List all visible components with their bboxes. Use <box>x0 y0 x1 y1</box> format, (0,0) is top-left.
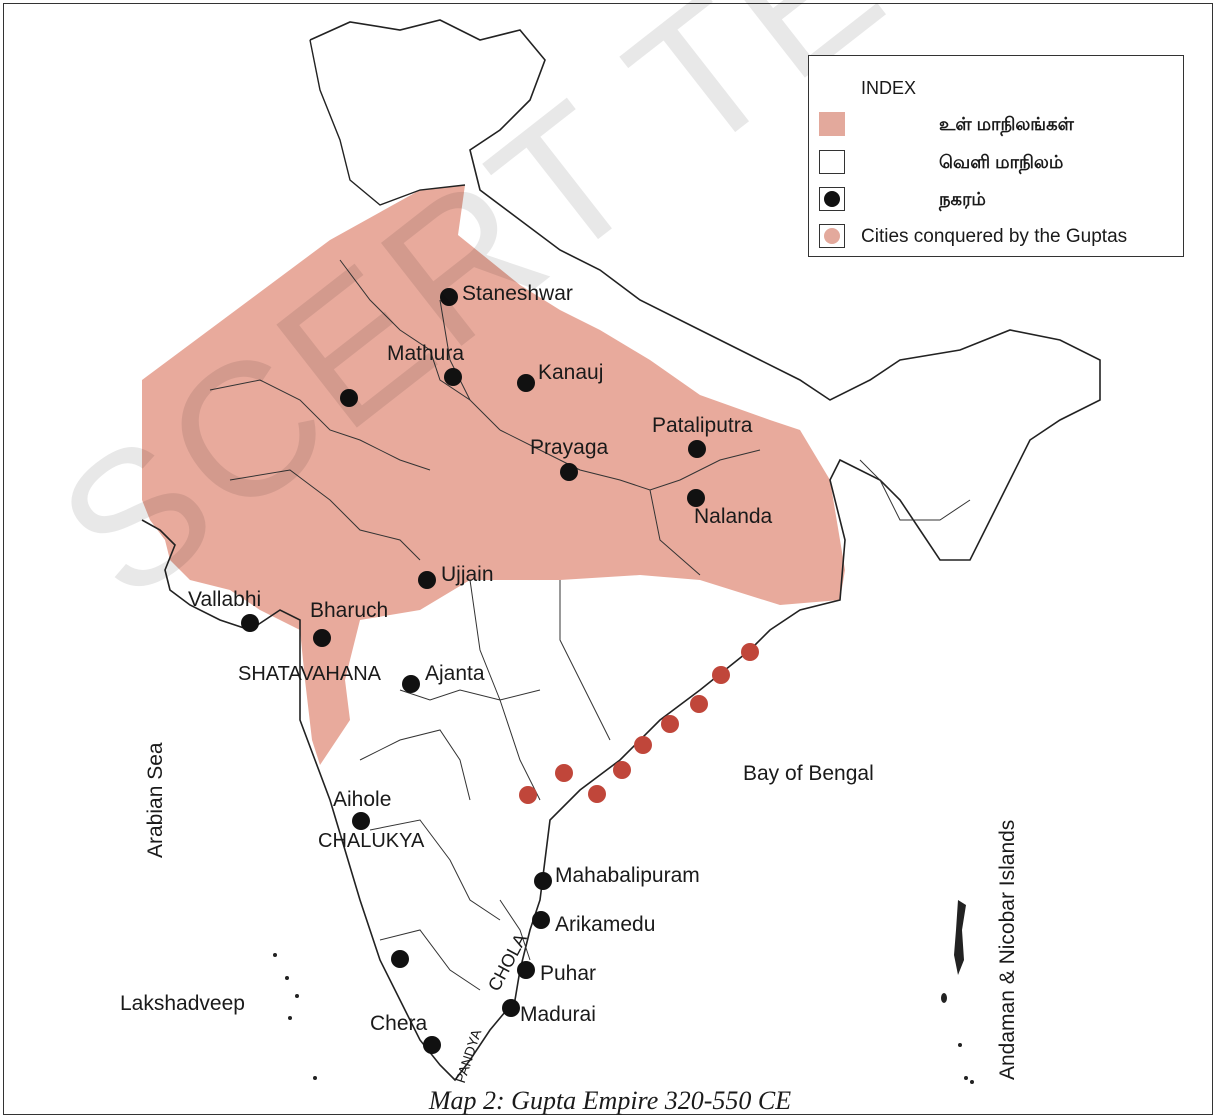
city-label-bharuch: Bharuch <box>310 599 389 622</box>
city-label-ujjain: Ujjain <box>441 563 494 586</box>
region-label-shatavahana: SHATAVAHANA <box>238 663 381 685</box>
city-label-mathura: Mathura <box>387 342 465 365</box>
legend-item-external: வெளி மாநிலம் <box>819 150 1179 176</box>
legend-label-conquered: Cities conquered by the Guptas <box>861 226 1128 247</box>
city-dot-icon <box>824 191 840 207</box>
sea-label-bengal: Bay of Bengal <box>743 762 874 785</box>
sea-label-lakshadweep: Lakshadveep <box>120 992 245 1015</box>
legend-item-internal: உள் மாநிலங்கள் <box>819 112 1179 138</box>
legend-item-city: நகரம் <box>819 187 1179 213</box>
legend-swatch-external <box>819 150 845 174</box>
city-label-chera: Chera <box>370 1012 428 1035</box>
lakshadweep-islands <box>273 953 317 1080</box>
legend-swatch-internal <box>819 112 845 136</box>
region-label-chalukya: CHALUKYA <box>318 830 425 852</box>
city-label-prayaga: Prayaga <box>530 436 609 459</box>
city-label-ajanta: Ajanta <box>425 662 485 685</box>
legend-swatch-conquered <box>819 224 845 248</box>
gupta-empire-region <box>142 185 845 765</box>
city-label-mahabalipuram: Mahabalipuram <box>555 864 700 887</box>
city-dots <box>241 288 706 1054</box>
sea-label-andaman: Andaman & Nicobar Islands <box>996 819 1019 1080</box>
legend-label-external: வெளி மாநிலம் <box>939 152 1064 172</box>
legend-item-conquered: Cities conquered by the Guptas <box>819 224 1179 250</box>
sea-label-arabian: Arabian Sea <box>144 742 167 858</box>
city-label-nalanda: Nalanda <box>694 505 773 528</box>
city-label-vallabhi: Vallabhi <box>188 588 262 611</box>
legend-swatch-city <box>819 187 845 211</box>
city-label-kanauj: Kanauj <box>538 361 604 384</box>
legend-box: INDEX உள் மாநிலங்கள் வெளி மாநிலம் நகரம் … <box>808 55 1184 257</box>
andaman-islands <box>941 900 974 1084</box>
city-label-pataliputra: Pataliputra <box>652 414 753 437</box>
city-label-arikamedu: Arikamedu <box>555 913 656 936</box>
state-boundaries <box>209 259 971 991</box>
city-label-madurai: Madurai <box>520 1003 596 1026</box>
map-frame <box>3 3 1213 1115</box>
legend-label-internal: உள் மாநிலங்கள் <box>939 114 1074 134</box>
north-border <box>309 39 466 206</box>
conquered-cities <box>519 643 759 804</box>
city-label-puhar: Puhar <box>540 962 597 985</box>
legend-title: INDEX <box>861 78 917 98</box>
conquered-dot-icon <box>824 228 840 244</box>
legend-label-city: நகரம் <box>939 189 986 209</box>
city-label-staneshwar: Staneshwar <box>462 282 573 305</box>
map-caption: Map 2: Gupta Empire 320-550 CE <box>428 1086 792 1115</box>
city-label-aihole: Aihole <box>333 788 392 811</box>
india-outline <box>141 19 1101 1082</box>
